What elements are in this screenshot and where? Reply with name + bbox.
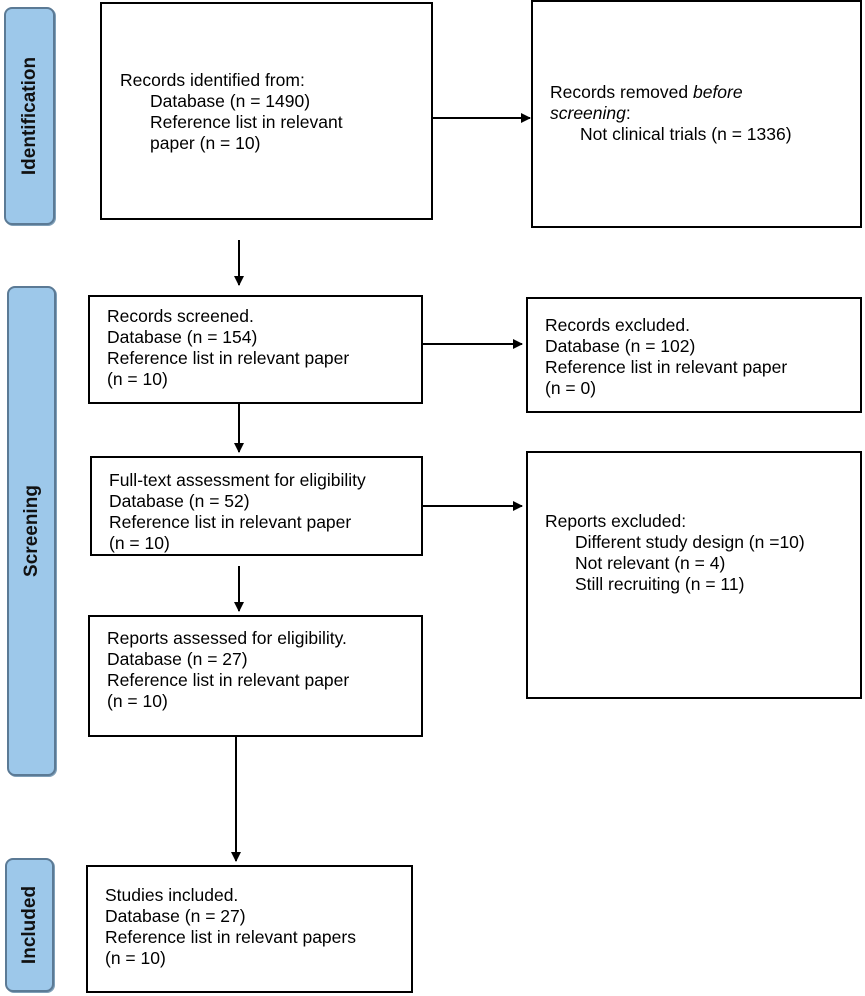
fulltext-assessment-reference: Reference list in relevant paper: [109, 512, 352, 532]
records-screened-database: Database (n = 154): [107, 327, 258, 347]
records-identified-reference: Reference list in relevant: [150, 112, 343, 132]
fulltext-assessment-reference-count: (n = 10): [109, 533, 170, 553]
studies-included-reference-count: (n = 10): [105, 948, 166, 968]
phase-screening: Screening: [7, 286, 56, 776]
fulltext-assessment-database: Database (n = 52): [109, 491, 250, 511]
records-screened-reference-count: (n = 10): [107, 369, 168, 389]
fulltext-assessment-title: Full-text assessment for eligibility: [109, 470, 366, 490]
records-removed-detail: Not clinical trials (n = 1336): [580, 124, 792, 144]
reports-excluded-reason: Not relevant (n = 4): [575, 553, 726, 573]
studies-included-title: Studies included.: [105, 885, 239, 905]
studies-included-box: Studies included. Database (n = 27) Refe…: [86, 865, 413, 993]
phase-identification: Identification: [4, 7, 55, 225]
records-identified-reference-count: paper (n = 10): [150, 133, 261, 153]
records-screened-box: Records screened. Database (n = 154) Ref…: [88, 295, 423, 404]
records-screened-reference: Reference list in relevant paper: [107, 348, 350, 368]
records-removed-title-cont: screening:: [550, 103, 860, 124]
records-excluded-reference: Reference list in relevant paper: [545, 357, 788, 377]
records-removed-box: Records removed before screening: Not cl…: [531, 0, 862, 228]
reports-excluded-box: Reports excluded: Different study design…: [526, 451, 862, 699]
records-removed-colon: :: [625, 103, 631, 123]
records-identified-box: Records identified from: Database (n = 1…: [100, 2, 433, 220]
reports-assessed-database: Database (n = 27): [107, 649, 248, 669]
records-removed-screening: screening: [550, 103, 626, 123]
records-identified-database: Database (n = 1490): [150, 91, 311, 111]
fulltext-assessment-box: Full-text assessment for eligibility Dat…: [90, 456, 423, 556]
records-excluded-database: Database (n = 102): [545, 336, 696, 356]
records-identified-title: Records identified from:: [120, 70, 305, 90]
records-removed-text: Records removed: [550, 82, 693, 102]
reports-assessed-reference: Reference list in relevant paper: [107, 670, 350, 690]
records-screened-title: Records screened.: [107, 306, 254, 326]
records-excluded-title: Records excluded.: [545, 315, 690, 335]
reports-excluded-reason: Still recruiting (n = 11): [575, 574, 745, 594]
studies-included-database: Database (n = 27): [105, 906, 246, 926]
reports-excluded-reason: Different study design (n =10): [575, 532, 805, 552]
reports-excluded-title: Reports excluded:: [545, 511, 687, 531]
records-removed-before: before: [692, 82, 743, 102]
records-removed-title: Records removed before: [550, 82, 860, 103]
reports-assessed-title: Reports assessed for eligibility.: [107, 628, 347, 648]
records-excluded-box: Records excluded. Database (n = 102) Ref…: [526, 297, 862, 413]
reports-assessed-box: Reports assessed for eligibility. Databa…: [88, 615, 423, 737]
studies-included-reference: Reference list in relevant papers: [105, 927, 356, 947]
reports-assessed-reference-count: (n = 10): [107, 691, 168, 711]
phase-included: Included: [5, 858, 54, 992]
records-excluded-reference-count: (n = 0): [545, 378, 597, 398]
